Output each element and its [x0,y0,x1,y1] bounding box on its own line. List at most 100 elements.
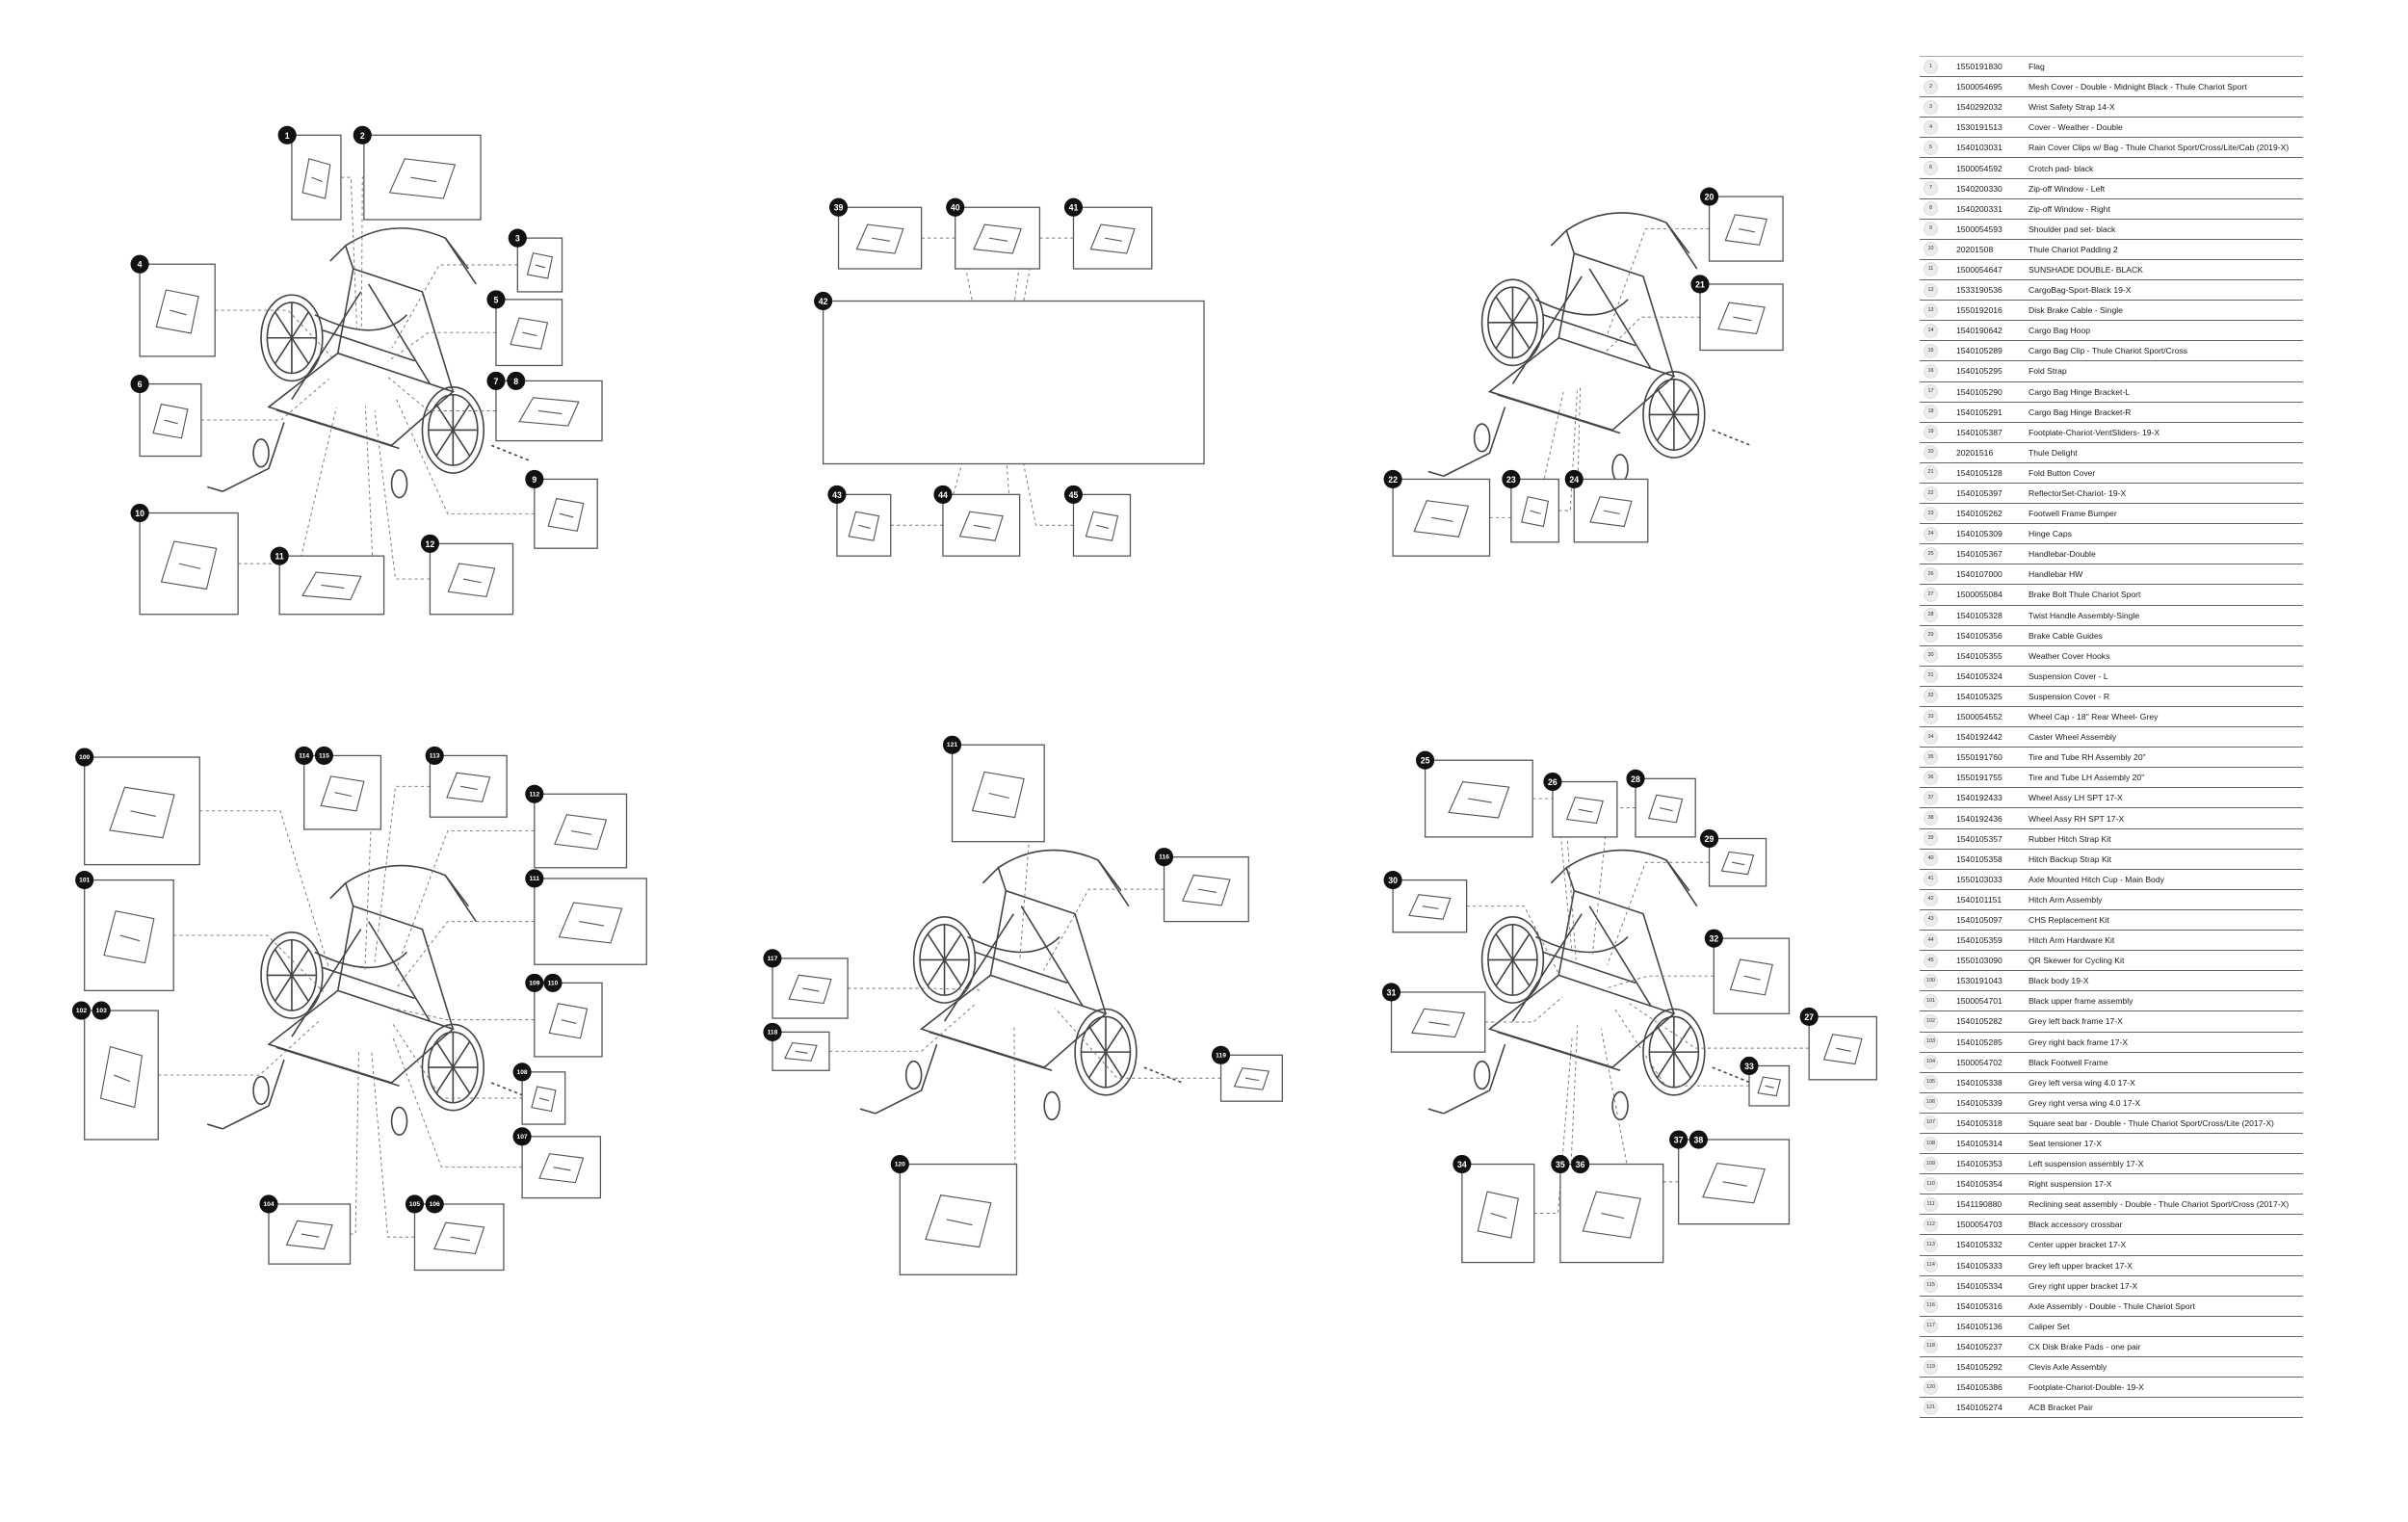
leader-line [238,407,337,564]
part-description: Cargo Bag Hinge Bracket-R [2028,407,2132,417]
part-description: Grey right upper bracket 17-X [2028,1280,2138,1291]
callout-119: 119 [1211,1045,1231,1064]
part-description: Twist Handle Assembly-Single [2028,610,2140,620]
callout-25: 25 [1416,750,1435,770]
part-description: Flag [2028,62,2045,72]
part-description: Black upper frame assembly [2028,996,2133,1007]
svg-text:45: 45 [1069,490,1079,500]
part-detail-box [1072,206,1153,270]
part-description: Grey left upper bracket 17-X [2028,1260,2133,1271]
part-sketch [554,814,608,851]
item-number-badge: 104 [1924,1055,1938,1070]
part-detail-box [772,958,849,1019]
svg-text:32: 32 [1709,934,1718,944]
item-number-badge: 113 [1924,1237,1938,1252]
item-number-badge: 108 [1924,1136,1938,1151]
item-number-cell: 2 [1920,77,1956,97]
part-sketch [1565,796,1604,825]
part-number: 1540103031 [1956,143,2002,153]
part-description: Axle Assembly - Double - Thule Chariot S… [2028,1300,2195,1311]
part-detail-box [84,879,174,991]
part-sketch [109,786,175,839]
svg-text:118: 118 [768,1029,778,1036]
item-number-badge: 36 [1924,770,1938,785]
part-description: Zip-off Window - Right [2028,203,2110,214]
part-sketch [855,223,904,254]
stroller-frame-illustration [206,864,531,1137]
callout-120: 120 [890,1154,909,1174]
part-number: 1500054703 [1956,1220,2002,1230]
item-number-badge: 39 [1924,831,1938,847]
part-detail-box [1678,1139,1791,1225]
part-description: Handlebar-Double [2028,549,2096,560]
part-sketch [1757,1076,1782,1097]
item-number-cell: 121 [1920,1398,1956,1418]
part-number: 1550103090 [1956,956,2002,966]
callout-115: 115 [314,746,333,765]
callout-22: 22 [1383,469,1402,489]
item-number-badge: 103 [1924,1035,1938,1050]
part-sketch [1448,780,1510,819]
item-number-badge: 45 [1924,953,1938,968]
item-number-badge: 28 [1924,608,1938,623]
leader-line [158,1019,321,1076]
svg-text:33: 33 [1744,1062,1754,1071]
item-number-badge: 40 [1924,852,1938,867]
part-sketch [1413,500,1470,538]
part-number: 1540101151 [1956,894,2002,905]
item-number-cell: 39 [1920,828,1956,849]
svg-text:121: 121 [947,742,957,748]
part-sketch [99,1045,144,1109]
svg-text:110: 110 [548,980,559,986]
part-detail-box [1808,1015,1877,1081]
callout-110: 110 [543,973,563,992]
svg-text:28: 28 [1631,774,1640,784]
part-detail-box [1699,283,1784,352]
svg-text:24: 24 [1569,475,1579,485]
leader-line [199,810,329,967]
item-number-cell: 104 [1920,1052,1956,1072]
callout-35: 35 [1551,1154,1570,1174]
part-description: CargoBag-Sport-Black 19-X [2028,285,2132,296]
part-description: Footplate-Chariot-VentSliders- 19-X [2028,427,2160,437]
callout-8: 8 [507,371,526,390]
item-number-cell: 112 [1920,1215,1956,1235]
part-number: 1540105314 [1956,1139,2002,1149]
part-number: 1540105355 [1956,650,2002,661]
part-description: Black Footwell Frame [2028,1057,2108,1067]
item-number-cell: 101 [1920,991,1956,1011]
item-number-badge: 117 [1924,1319,1938,1334]
item-number-badge: 6 [1924,161,1938,176]
part-detail-box [1708,196,1784,262]
part-number: 1540105324 [1956,670,2002,681]
part-description: Cargo Bag Hoop [2028,326,2091,336]
part-sketch [1408,894,1452,920]
part-detail-box [495,380,603,442]
part-detail-box [1072,493,1132,557]
part-description: Fold Strap [2028,366,2067,377]
part-sketch [1182,874,1231,906]
leader-line [200,378,329,421]
stroller-frame-illustration [206,227,531,499]
item-number-cell: 16 [1920,361,1956,381]
part-number: 1540105359 [1956,935,2002,946]
part-description: Handlebar HW [2028,569,2083,580]
part-sketch [538,1153,585,1184]
leader-line [1607,861,1710,965]
item-number-badge: 37 [1924,790,1938,805]
part-description: Cover - Weather - Double [2028,122,2123,133]
item-number-badge: 18 [1924,405,1938,420]
part-description: Hitch Arm Hardware Kit [2028,935,2115,946]
part-number: 1550191830 [1956,62,2002,72]
